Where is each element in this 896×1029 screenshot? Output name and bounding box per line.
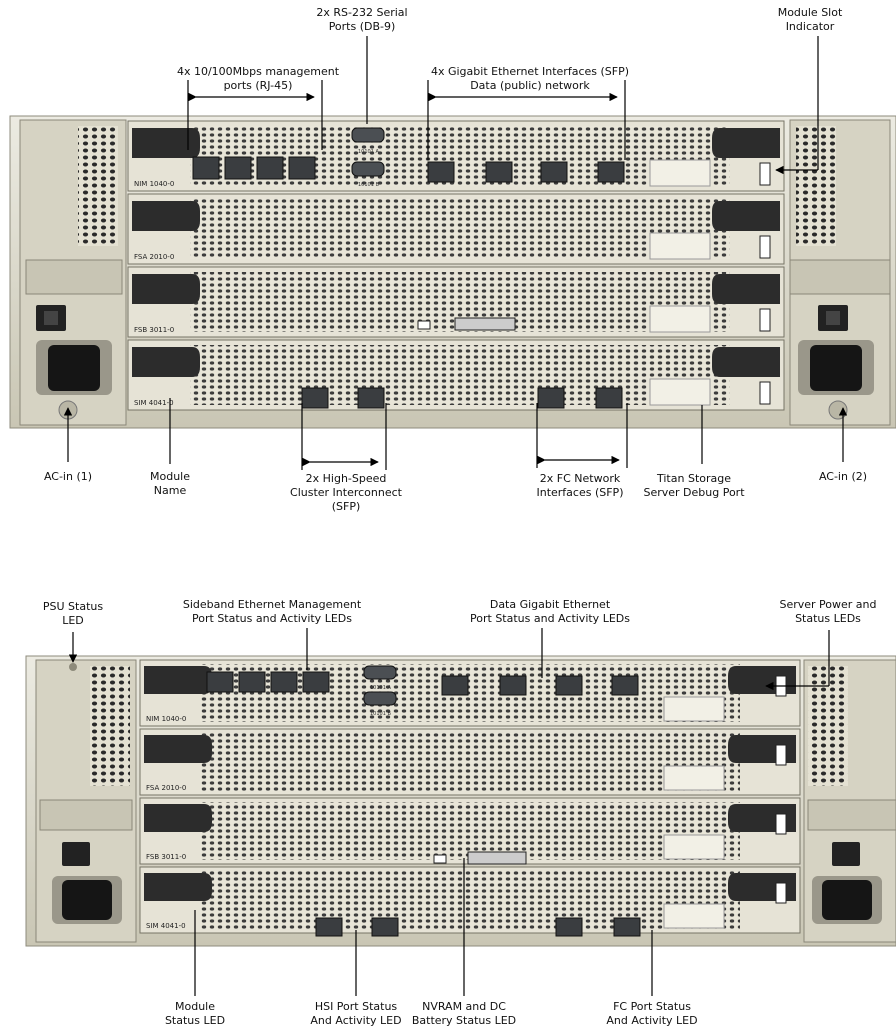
ac-in-1-label: AC-in (1)	[44, 470, 92, 483]
module-name-callout: Name	[154, 484, 187, 497]
fc-status-label: FC Port Status	[613, 1000, 691, 1013]
data-gige-leds-label: Port Status and Activity LEDs	[470, 612, 630, 625]
ac-inlet-icon	[48, 345, 100, 391]
psu-left	[36, 660, 136, 942]
fc-status-label: And Activity LED	[606, 1014, 697, 1027]
module-name-label: FSA 2010-0	[134, 253, 174, 261]
ac-inlet-icon	[822, 880, 872, 920]
module-name-label: NIM 1040-0	[134, 180, 174, 188]
module-name-label: FSB 3011-0	[134, 326, 174, 334]
psu-status-led-icon	[69, 663, 77, 671]
power-switch-icon[interactable]	[832, 842, 860, 866]
mgmt-ports-label: ports (RJ-45)	[224, 79, 293, 92]
module-name-label: FSA 2010-0	[146, 784, 186, 792]
gige-ports-label: 4x Gigabit Ethernet Interfaces (SFP)	[431, 65, 629, 78]
fc-label: Interfaces (SFP)	[536, 486, 623, 499]
bottom-chassis: 10101 A 10101 B NIM 1040-0 FSA 2010-0 FS…	[26, 656, 896, 946]
sideband-leds-label: Port Status and Activity LEDs	[192, 612, 352, 625]
power-switch-icon[interactable]	[62, 842, 90, 866]
slot-indicator-label: Module Slot	[778, 6, 843, 19]
ac-inlet-icon	[62, 880, 112, 920]
ac-in-2-label: AC-in (2)	[819, 470, 867, 483]
fc-label: 2x FC Network	[540, 472, 621, 485]
hsi-status-label: HSI Port Status	[315, 1000, 398, 1013]
psu-left	[20, 120, 126, 425]
module-name-label: SIM 4041-0	[134, 399, 174, 407]
serial-ports-label: Ports (DB-9)	[329, 20, 396, 33]
serial-a-tag: 10101 A	[370, 685, 391, 691]
gige-ports-label: Data (public) network	[470, 79, 590, 92]
server-power-leds-label: Server Power and	[779, 598, 876, 611]
module-name-label: NIM 1040-0	[146, 715, 186, 723]
nvram-status-label: Battery Status LED	[412, 1014, 516, 1027]
psu-right	[790, 120, 890, 425]
ac-inlet-icon	[810, 345, 862, 391]
data-gige-leds-label: Data Gigabit Ethernet	[490, 598, 611, 611]
top-chassis: 10101 A 10101 B NIM 1040-0 FSA 2010-0 FS…	[10, 116, 896, 428]
debug-port-label: Titan Storage	[656, 472, 731, 485]
mgmt-ports-label: 4x 10/100Mbps management	[177, 65, 340, 78]
hsci-label: (SFP)	[332, 500, 361, 513]
module-name-label: FSB 3011-0	[146, 853, 186, 861]
hsci-label: 2x High-Speed	[306, 472, 387, 485]
server-power-leds-label: Status LEDs	[795, 612, 861, 625]
module-name-callout: Module	[150, 470, 190, 483]
psu-right	[804, 660, 896, 942]
module-name-label: SIM 4041-0	[146, 922, 186, 930]
serial-b-tag: 10101 B	[358, 182, 379, 188]
slot-indicator-label: Indicator	[786, 20, 835, 33]
serial-b-tag: 10101 B	[370, 711, 391, 717]
serial-ports-label: 2x RS-232 Serial	[316, 6, 407, 19]
hsi-status-label: And Activity LED	[310, 1014, 401, 1027]
sideband-leds-label: Sideband Ethernet Management	[183, 598, 362, 611]
psu-status-label: LED	[62, 614, 84, 627]
nvram-status-label: NVRAM and DC	[422, 1000, 506, 1013]
serial-a-tag: 10101 A	[358, 149, 379, 155]
debug-port-label: Server Debug Port	[643, 486, 745, 499]
module-status-label: Module	[175, 1000, 215, 1013]
module-status-label: Status LED	[165, 1014, 225, 1027]
psu-status-label: PSU Status	[43, 600, 103, 613]
hsci-label: Cluster Interconnect	[290, 486, 403, 499]
